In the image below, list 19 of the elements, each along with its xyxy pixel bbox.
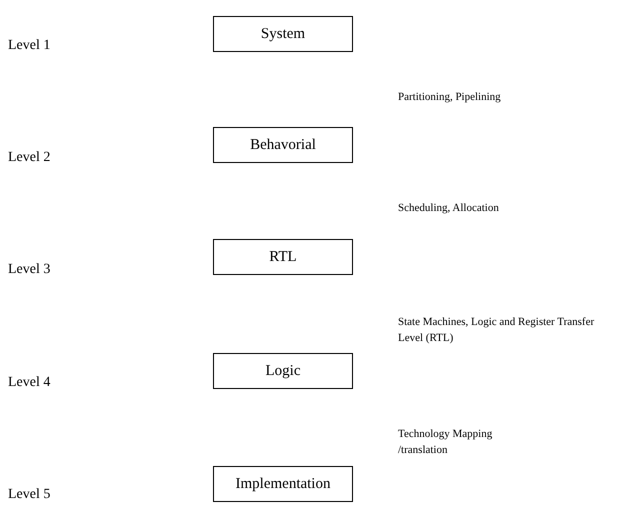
box-label: Implementation — [236, 476, 330, 492]
step-note: Technology Mapping /translation — [398, 427, 494, 458]
step-note: Scheduling, Allocation — [398, 201, 499, 216]
level-box — [213, 353, 353, 389]
level-box — [213, 466, 353, 502]
box-label: RTL — [269, 248, 297, 266]
level-box — [213, 239, 353, 275]
level-label: Level 3 — [8, 262, 50, 278]
level-box — [213, 16, 353, 52]
step-note: State Machines, Logic and Register Transfer Level (RTL) — [398, 315, 596, 346]
step-note: Partitioning, Pipelining — [398, 90, 501, 105]
level-box — [213, 127, 353, 163]
box-label: Behavorial — [250, 136, 316, 154]
box-label: Logic — [266, 362, 300, 380]
level-label: Level 2 — [8, 150, 50, 166]
level-label: Level 4 — [8, 375, 50, 391]
level-label: Level 1 — [8, 38, 50, 54]
level-label: Level 5 — [8, 487, 50, 503]
box-label: System — [260, 26, 306, 42]
